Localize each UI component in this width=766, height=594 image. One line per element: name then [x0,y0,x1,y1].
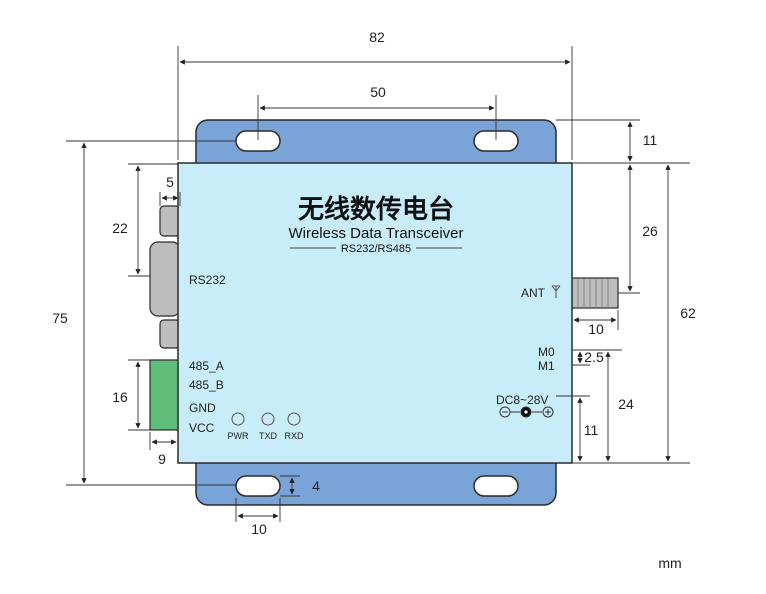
dim-slot-width: 10 [251,521,267,537]
antenna-icon [551,285,561,298]
dim-m-spacing: 2.5 [584,349,604,365]
subtitle: RS232/RS485 [341,243,411,255]
dim-terminal-width: 9 [158,451,166,467]
dim-ant-length: 10 [588,321,604,337]
dim-slot-height: 4 [312,478,320,494]
label-txd: TXD [259,431,278,441]
label-485-b: 485_B [189,378,224,392]
label-m1: M1 [538,359,555,373]
db9-connector-body [149,241,181,317]
label-vcc: VCC [189,421,215,435]
led-rxd [287,412,301,426]
dim-db9-width: 5 [166,174,174,190]
label-gnd: GND [189,401,216,415]
dim-db9-height: 22 [112,220,128,236]
db9-connector-nub-top [159,205,181,237]
dim-terminal-height: 16 [112,389,128,405]
label-dc-power: DC8~28V [496,393,548,407]
led-pwr [231,412,245,426]
terminal-block [149,359,181,431]
dc-polarity-icon [499,406,554,418]
dim-tab-height: 11 [643,132,658,148]
mounting-slot-bottom-left [235,475,281,497]
unit-label: mm [658,555,681,571]
label-pwr: PWR [228,431,249,441]
label-rs232: RS232 [189,273,226,287]
antenna-thread-lines [577,278,609,308]
label-ant: ANT [521,286,546,300]
label-rxd: RXD [284,431,304,441]
mounting-slot-bottom-right [473,475,519,497]
db9-connector-nub-bottom [159,319,181,349]
title-chinese: 无线数传电台 [298,194,454,225]
antenna-connector [569,277,619,309]
dim-hole-spacing: 50 [370,84,386,100]
led-txd [261,412,275,426]
label-m0: M0 [538,345,555,359]
dim-body-height: 62 [680,305,696,321]
dim-m-height: 24 [618,396,634,412]
dim-width-total: 82 [369,29,385,45]
dim-dc-height: 11 [584,422,599,438]
dim-height-total: 75 [52,310,68,326]
device-body [177,162,573,464]
label-485-a: 485_A [189,359,224,373]
dim-ant-offset: 26 [642,223,658,239]
title-english: Wireless Data Transceiver [288,225,463,242]
